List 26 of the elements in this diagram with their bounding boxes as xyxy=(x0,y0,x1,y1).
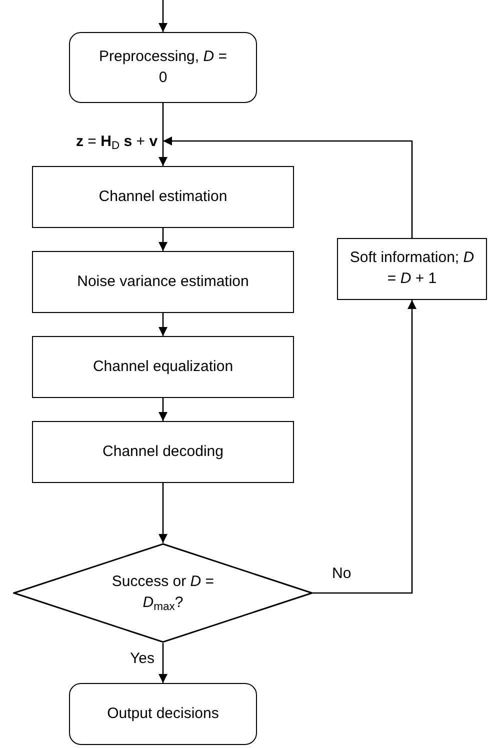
process-box xyxy=(32,166,294,228)
node-label: Channel decoding xyxy=(102,442,224,462)
arrow xyxy=(158,398,168,421)
terminal-box xyxy=(69,683,257,745)
decision-diamond xyxy=(13,543,313,643)
process-box xyxy=(32,251,294,313)
arrow xyxy=(158,103,168,166)
arrow xyxy=(158,313,168,336)
arrow xyxy=(163,136,413,238)
process-box xyxy=(32,336,294,398)
process-box xyxy=(32,421,294,483)
node-label: Channel estimation xyxy=(98,186,228,207)
arrow xyxy=(158,0,168,32)
node-label: Output decisions xyxy=(107,704,219,724)
arrow xyxy=(158,643,168,683)
node-label: Preprocessing, D = 0 xyxy=(98,46,228,88)
arrow xyxy=(158,483,168,543)
terminal-box xyxy=(69,32,257,103)
node-label: Soft information; D = D + 1 xyxy=(348,248,476,289)
arrow xyxy=(158,228,168,251)
node-label: Success or D = D$_{max}$? xyxy=(110,572,216,614)
edge-label: z = H$_{D}$ s + v xyxy=(74,133,160,152)
arrow xyxy=(313,300,416,594)
node-label: Noise variance estimation xyxy=(77,272,249,292)
process-box xyxy=(337,238,487,300)
node-label: Channel equalization xyxy=(92,356,234,377)
